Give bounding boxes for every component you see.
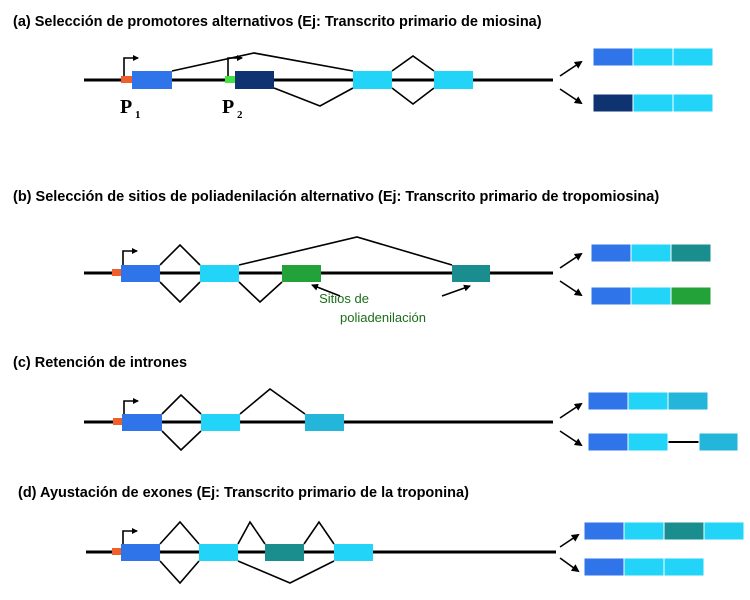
exon-teal — [663, 521, 705, 541]
section-c: (c) Retención de intrones — [13, 355, 739, 452]
exon-light — [703, 521, 745, 541]
exon-dark — [592, 93, 634, 113]
exon-light — [434, 71, 473, 89]
splice-junction — [391, 87, 435, 106]
exon-blue — [132, 71, 172, 89]
exon-dark — [235, 71, 274, 89]
section-b: (b) Selección de sitios de poliadenilaci… — [13, 189, 712, 325]
exon-light — [353, 71, 392, 89]
splice-junction — [238, 281, 283, 304]
product-arrow — [559, 430, 583, 447]
polya-pointer-arrow — [311, 283, 341, 297]
section-a: (a) Selección de promotores alternativos… — [13, 14, 714, 121]
promoter — [112, 548, 122, 555]
exon-light — [334, 544, 373, 561]
mrna-product — [592, 93, 714, 113]
section-b-title: (b) Selección de sitios de poliadenilaci… — [13, 189, 659, 205]
mrna-product — [583, 557, 705, 577]
exon-blue — [121, 265, 160, 282]
promoter-p1 — [121, 76, 132, 83]
product-arrow — [559, 88, 583, 105]
exon-light — [632, 47, 674, 67]
splice-junction — [159, 281, 201, 304]
exon-blue — [583, 521, 625, 541]
exon-light — [672, 47, 714, 67]
exon-light — [201, 414, 240, 431]
exon-teal — [265, 544, 304, 561]
exon-light — [630, 286, 672, 306]
mrna-product-retained-intron — [587, 432, 739, 452]
exon-blue — [587, 432, 629, 452]
promoter-p2-subscript: 2 — [237, 109, 243, 121]
exon-green — [670, 286, 712, 306]
exon-light — [623, 521, 665, 541]
polya-site-exon-teal — [452, 265, 490, 282]
exon-blue — [592, 47, 634, 67]
promoter-arrow — [123, 398, 139, 418]
exon-blue — [121, 544, 160, 561]
product-arrow — [559, 252, 583, 269]
exon-light — [200, 265, 239, 282]
splice-junction — [391, 55, 435, 72]
exon-light — [627, 432, 669, 452]
promoter-p1-label: P — [120, 96, 132, 118]
splice-junction — [273, 87, 354, 107]
exon-blue — [590, 243, 632, 263]
mrna-product — [587, 391, 709, 411]
promoter-p2 — [225, 76, 236, 83]
product-arrow — [559, 533, 580, 548]
polya-note-line2: poliadenilación — [340, 310, 426, 325]
polya-site-exon-green — [282, 265, 321, 282]
splice-junction — [161, 430, 202, 452]
mrna-product — [583, 521, 745, 541]
exon-light — [672, 93, 714, 113]
section-d: (d) Ayustación de exones (Ej: Transcrito… — [18, 485, 745, 585]
promoter-arrow — [122, 248, 138, 269]
splice-junction — [161, 393, 202, 415]
exon-blue — [122, 414, 162, 431]
section-a-title: (a) Selección de promotores alternativos… — [13, 14, 542, 30]
promoter-p2-label: P — [222, 96, 234, 118]
exon-light — [632, 93, 674, 113]
promoter-p1-subscript: 1 — [135, 109, 141, 121]
exon-light — [630, 243, 672, 263]
exon-light — [623, 557, 665, 577]
splice-junction — [238, 236, 453, 266]
exon-light — [663, 557, 705, 577]
promoter-p1-arrow — [123, 55, 139, 76]
exon-blue — [587, 391, 629, 411]
mrna-product — [590, 243, 712, 263]
product-arrow — [559, 60, 583, 77]
promoter — [113, 418, 123, 425]
product-arrow — [559, 557, 580, 573]
exon-blue — [583, 557, 625, 577]
product-arrow — [559, 402, 583, 419]
exon-cyan — [667, 391, 709, 411]
mrna-product — [590, 286, 712, 306]
splice-junction — [237, 520, 266, 545]
section-c-title: (c) Retención de intrones — [13, 355, 187, 371]
splice-junction — [239, 387, 306, 415]
exon-cyan — [698, 432, 739, 452]
exon-blue — [590, 286, 632, 306]
splice-junction — [159, 520, 200, 545]
section-d-title: (d) Ayustación de exones (Ej: Transcrito… — [18, 485, 469, 501]
exon-light — [199, 544, 238, 561]
promoter — [112, 269, 122, 276]
exon-teal — [670, 243, 712, 263]
exon-light — [627, 391, 669, 411]
promoter-arrow — [122, 528, 138, 548]
splice-junction — [303, 520, 335, 545]
polya-pointer-arrow — [441, 284, 471, 297]
splice-junction — [159, 243, 201, 266]
exon-cyan — [305, 414, 344, 431]
polya-note-line1: Sitios de — [319, 291, 369, 306]
splice-junction — [237, 560, 335, 584]
splice-junction — [171, 52, 354, 72]
splice-junction — [159, 560, 200, 585]
mrna-product — [592, 47, 714, 67]
product-arrow — [559, 280, 583, 297]
